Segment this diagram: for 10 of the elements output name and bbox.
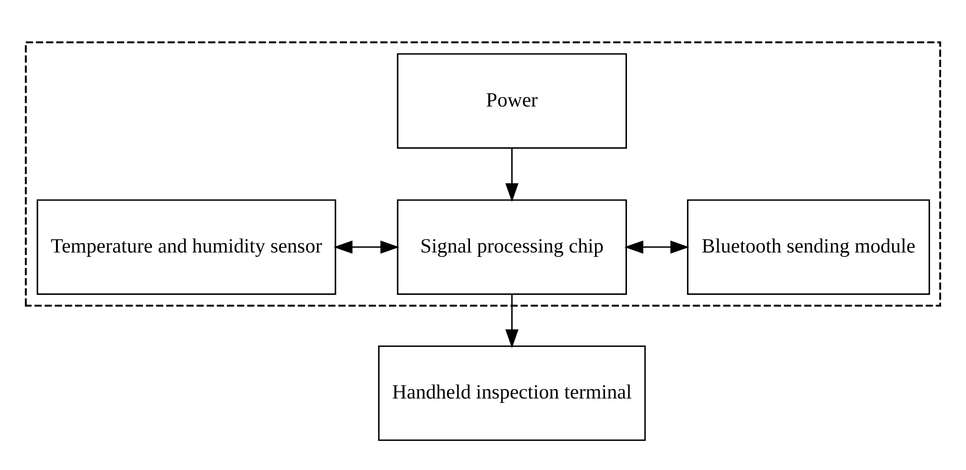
node-box: Bluetooth sending module xyxy=(687,198,930,294)
node-box: Temperature and humidity sensor xyxy=(36,198,336,294)
node-box: Handheld inspection terminal xyxy=(378,344,646,440)
cluster xyxy=(24,40,942,306)
arrow xyxy=(624,240,690,254)
arrow xyxy=(505,294,519,348)
arrow xyxy=(505,148,519,202)
arrow xyxy=(334,240,400,254)
node-box: Signal processing chip xyxy=(396,198,627,294)
node-box: Power xyxy=(396,52,627,148)
